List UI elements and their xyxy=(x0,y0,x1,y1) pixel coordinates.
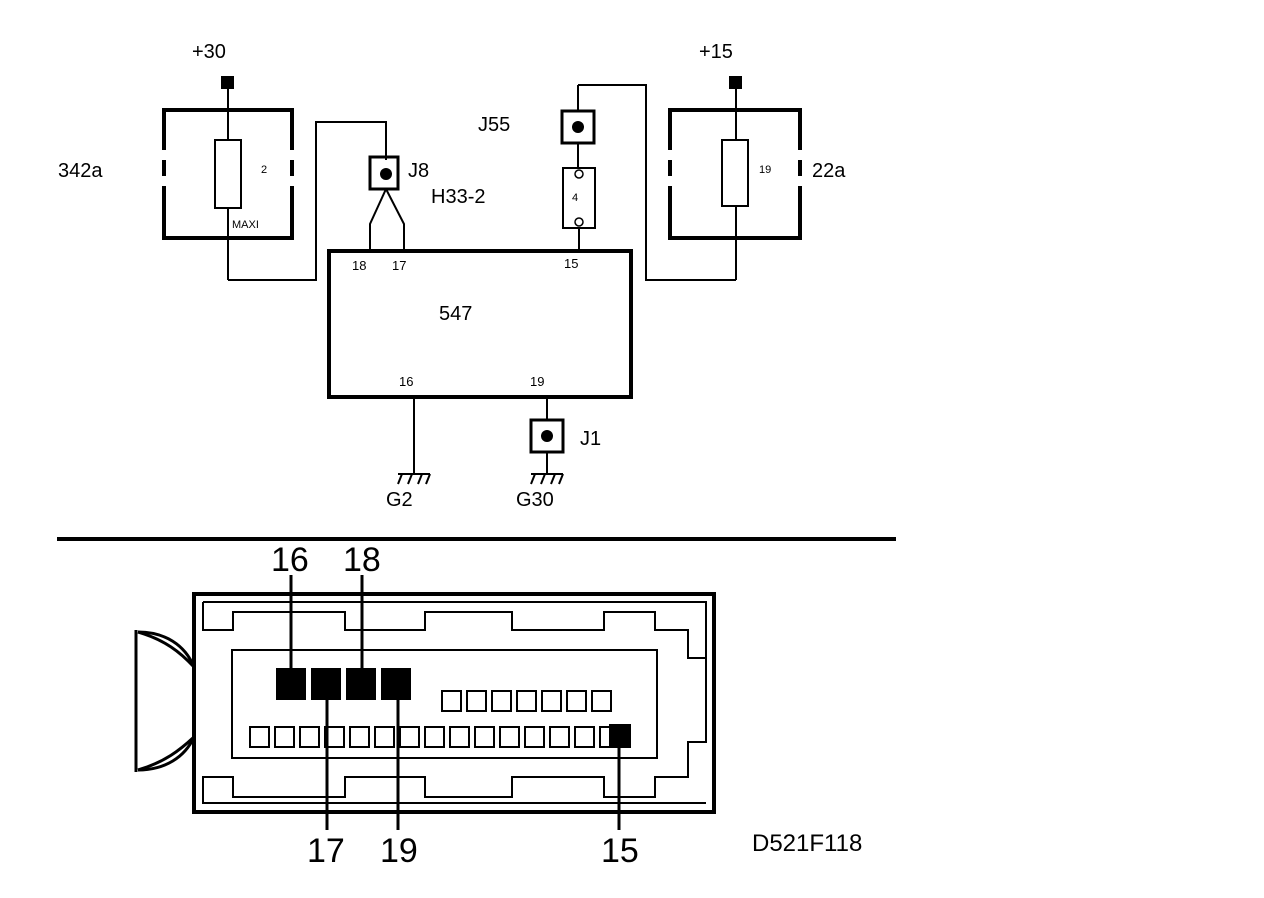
supply-terminal-plus30 xyxy=(221,76,234,89)
ground-symbol-g2 xyxy=(397,473,431,485)
ground-label-g30: G30 xyxy=(516,489,554,511)
supply-label-plus15: +15 xyxy=(699,41,733,63)
plug-pin-18 xyxy=(346,668,376,700)
plug-label-17: 17 xyxy=(307,832,345,870)
plug-label-15: 15 xyxy=(601,832,639,870)
splice-j1 xyxy=(529,418,565,454)
pin-row-upper xyxy=(441,690,612,712)
ecu-pin-16: 16 xyxy=(399,374,413,389)
ecu-pin-17: 17 xyxy=(392,258,406,273)
splice-label-j55: J55 xyxy=(478,114,510,136)
ecu-label-547: 547 xyxy=(439,303,472,325)
fuse-number-19: 19 xyxy=(759,164,771,176)
connector-plug-outline xyxy=(134,592,716,814)
splice-j8 xyxy=(368,155,405,251)
ecu-547-box xyxy=(327,249,633,399)
pin-row-lower xyxy=(249,726,620,748)
plug-pin-15 xyxy=(609,724,631,748)
ecu-pin-18: 18 xyxy=(352,258,366,273)
splice-label-j1: J1 xyxy=(580,428,601,450)
fuse-box-22a xyxy=(664,108,806,240)
harness-label-h33-2: H33-2 xyxy=(431,186,485,208)
plug-pin-16 xyxy=(276,668,306,700)
drawing-code: D521F118 xyxy=(752,830,862,857)
fuse-box-342a xyxy=(158,108,298,240)
inline-fuse-4 xyxy=(562,167,596,251)
plug-pin-19 xyxy=(381,668,411,700)
fuse-number-2: 2 xyxy=(261,164,267,176)
supply-terminal-plus15 xyxy=(729,76,742,89)
plug-label-16: 16 xyxy=(271,541,309,579)
plug-pin-17 xyxy=(311,668,341,700)
fuse-type-maxi: MAXI xyxy=(232,219,259,231)
plug-label-18: 18 xyxy=(343,541,381,579)
inline-fuse-number-4: 4 xyxy=(572,192,578,204)
fuse-box-label-22a: 22a xyxy=(812,160,846,182)
ground-symbol-g30 xyxy=(530,473,564,485)
ground-label-g2: G2 xyxy=(386,489,413,511)
splice-j55 xyxy=(560,85,596,168)
plug-label-19: 19 xyxy=(380,832,418,870)
ecu-pin-19: 19 xyxy=(530,374,544,389)
splice-label-j8: J8 xyxy=(408,160,429,182)
ecu-pin-15: 15 xyxy=(564,256,578,271)
fuse-box-label-342a: 342a xyxy=(58,160,103,182)
supply-label-plus30: +30 xyxy=(192,41,226,63)
